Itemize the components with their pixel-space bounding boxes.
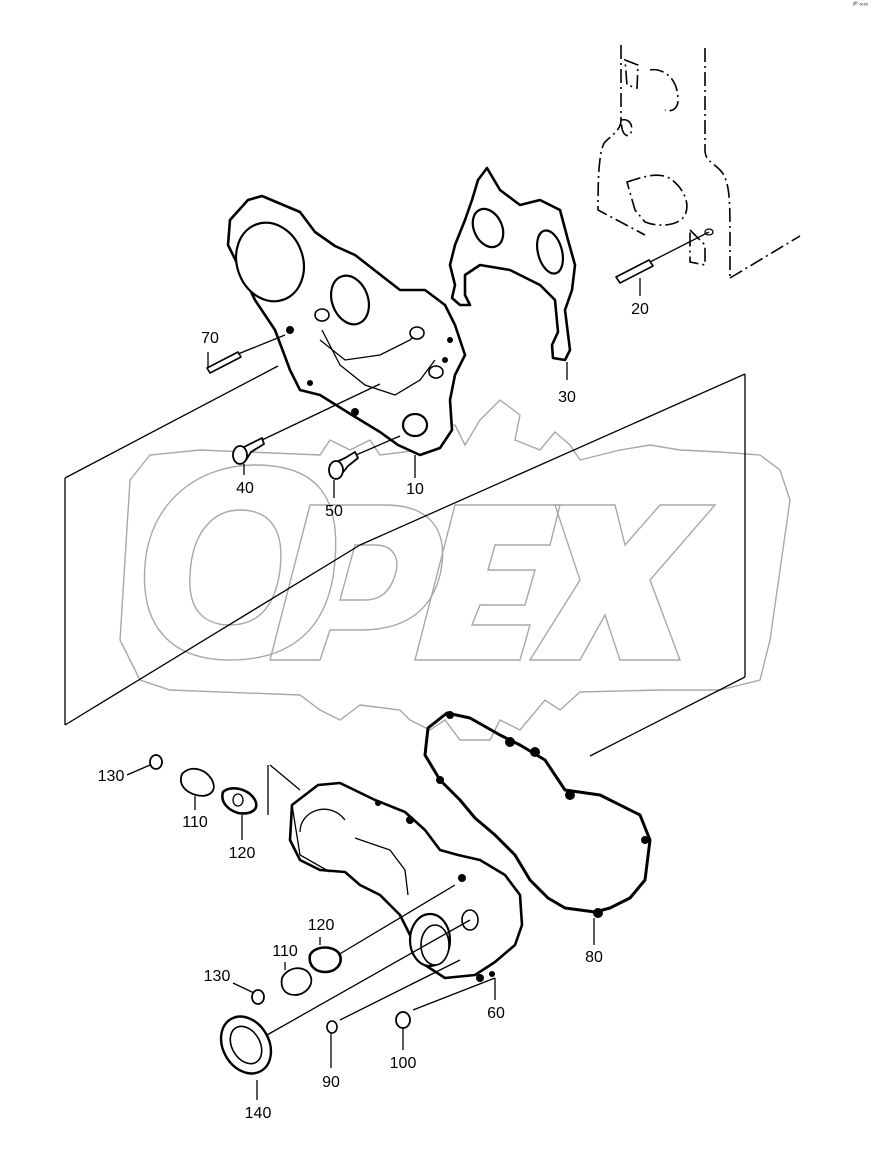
part-130-bolt-upper <box>126 754 163 776</box>
callout-80: 80 <box>585 949 603 966</box>
part-70-dowel-pin <box>206 334 286 374</box>
part-100-bolt <box>395 977 496 1050</box>
callout-130-lower: 130 <box>204 968 231 985</box>
opex-watermark <box>119 399 791 741</box>
callout-70: 70 <box>201 330 219 347</box>
assembly-frame-lines <box>64 365 746 815</box>
part-90-bolt <box>326 959 461 1068</box>
part-20-dowel-pin <box>615 231 710 296</box>
part-110-cover-upper <box>180 767 215 810</box>
corner-mark: ᵍᴿ ∞∞ <box>852 2 868 8</box>
part-120-gasket-upper <box>221 786 258 840</box>
part-80-gasket <box>423 711 652 945</box>
callout-120-upper: 120 <box>229 845 256 862</box>
callout-140: 140 <box>245 1105 272 1122</box>
callout-40: 40 <box>236 480 254 497</box>
callout-50: 50 <box>325 503 343 520</box>
callout-90: 90 <box>322 1074 340 1091</box>
part-140-oil-seal <box>219 919 471 1100</box>
callout-110-lower: 110 <box>272 943 298 960</box>
callout-30: 30 <box>558 389 576 406</box>
part-10-gear-case <box>226 194 467 478</box>
callout-110-upper: 110 <box>182 814 208 831</box>
part-110-cover-lower <box>280 962 313 996</box>
callout-20: 20 <box>631 301 649 318</box>
part-120-gasket-lower <box>308 884 456 974</box>
callout-130-upper: 130 <box>98 768 125 785</box>
part-50-bolt <box>328 435 401 498</box>
part-40-bolt <box>232 383 381 475</box>
part-30-gasket <box>448 166 577 380</box>
callout-100: 100 <box>390 1055 417 1072</box>
part-130-bolt-lower <box>232 982 265 1005</box>
part-60-gear-case-cover <box>288 781 524 1000</box>
engine-block-outline <box>597 45 801 279</box>
callout-120-lower: 120 <box>308 917 335 934</box>
callout-10: 10 <box>406 481 424 498</box>
callout-60: 60 <box>487 1005 505 1022</box>
